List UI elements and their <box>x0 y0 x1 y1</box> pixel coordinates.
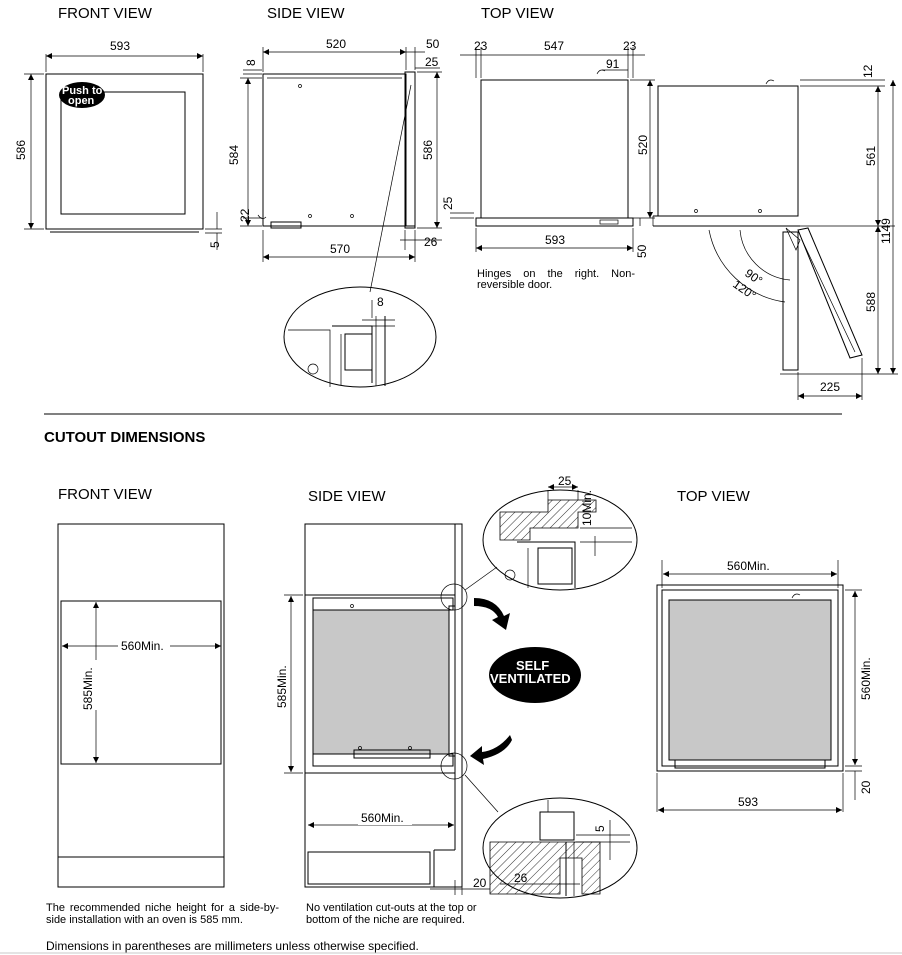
side-hinge-gap-dim: 25 <box>425 55 439 69</box>
top-view: 23 547 23 91 520 25 593 50 Hinges on the… <box>441 39 655 291</box>
top-view-label: TOP VIEW <box>481 5 555 22</box>
cutout-top-view: 560Min. 560Min. 20 593 <box>656 559 873 813</box>
cutout-detail-bot-w-dim: 26 <box>514 871 528 885</box>
side-bottom-right-dim: 26 <box>424 235 438 249</box>
cutout-title: CUTOUT DIMENSIONS <box>44 429 205 446</box>
top-width-dim: 547 <box>544 39 564 53</box>
self-ventilated-badge: SELF VENTILATED <box>489 647 581 703</box>
top-right-dim: 23 <box>623 39 637 53</box>
cutout-side-bottom-dim: 20 <box>473 876 487 890</box>
side-height-dim: 584 <box>227 145 241 165</box>
front-view: Push to open 593 586 5 <box>14 39 222 250</box>
cutout-side-width-dim: 560Min. <box>361 811 404 825</box>
cutout-side-height-dim: 585Min. <box>275 665 289 708</box>
cutout-front-view: 560Min. 585Min. The recommended niche he… <box>46 523 279 926</box>
top-total-width-dim: 593 <box>545 233 565 247</box>
cutout-front-view-label: FRONT VIEW <box>58 486 153 503</box>
side-door-dim: 50 <box>426 37 440 51</box>
push-badge-line2: open <box>68 95 95 107</box>
cutout-top-view-label: TOP VIEW <box>677 488 751 505</box>
side-view: 520 50 8 25 584 586 22 570 26 <box>227 37 442 388</box>
badge-line2: VENTILATED <box>490 671 571 686</box>
hinge-note: Hinges on the right. Non-reversible door… <box>477 269 635 291</box>
side-detail-dim: 8 <box>377 295 384 309</box>
top-handle-dim: 91 <box>606 57 620 71</box>
open-depth-dim: 561 <box>864 146 878 166</box>
side-depth-dim: 520 <box>326 37 346 51</box>
cutout-detail-top-h-dim: 10Min. <box>580 490 594 526</box>
front-view-label: FRONT VIEW <box>58 5 153 22</box>
side-view-label: SIDE VIEW <box>267 5 345 22</box>
cutout-top-depth-dim: 560Min. <box>859 657 873 700</box>
front-bottom-dim: 5 <box>208 241 222 248</box>
top-left-dim: 23 <box>474 39 488 53</box>
cutout-detail-top-w-dim: 25 <box>558 474 572 488</box>
side-bottom-depth-dim: 570 <box>330 242 350 256</box>
cutout-detail-bot-h-dim: 5 <box>593 825 607 832</box>
cutout-side-note: No ventilation cut-outs at the top or bo… <box>306 902 477 926</box>
push-to-open-badge <box>59 82 105 108</box>
footer-note: Dimensions in parentheses are millimeter… <box>46 939 419 953</box>
front-height-dim: 586 <box>14 140 28 160</box>
open-top-dim: 12 <box>861 64 875 78</box>
cutout-front-width-dim: 560Min. <box>121 639 164 653</box>
top-depth-dim: 520 <box>636 135 650 155</box>
cutout-top-gap-dim: 20 <box>859 780 873 794</box>
cutout-front-height-dim: 585Min. <box>81 667 95 710</box>
cutout-top-width-dim: 560Min. <box>727 559 770 573</box>
side-top-gap-dim: 8 <box>244 59 258 66</box>
push-badge-line1: Push to <box>62 85 103 97</box>
top-door-dim: 50 <box>635 244 649 258</box>
cutout-side-view: 585Min. 560Min. 20 No ventilation cut-ou… <box>275 474 638 926</box>
badge-line1: SELF <box>516 658 549 673</box>
cutout-side-view-label: SIDE VIEW <box>308 488 386 505</box>
open-door-dim: 588 <box>864 292 878 312</box>
cutout-front-note: The recommended niche height for a side-… <box>46 902 279 926</box>
side-height-right-dim: 586 <box>421 140 435 160</box>
open-swing-dim: 225 <box>820 380 840 394</box>
side-base-dim: 22 <box>238 208 252 222</box>
top-side-gap-dim: 25 <box>441 196 455 210</box>
open-total-dim: 1149 <box>879 218 893 244</box>
open-door-view: 90° 120° 12 561 588 1149 225 <box>652 64 898 400</box>
cutout-top-total-dim: 593 <box>738 795 758 809</box>
front-width-dim: 593 <box>110 39 130 53</box>
